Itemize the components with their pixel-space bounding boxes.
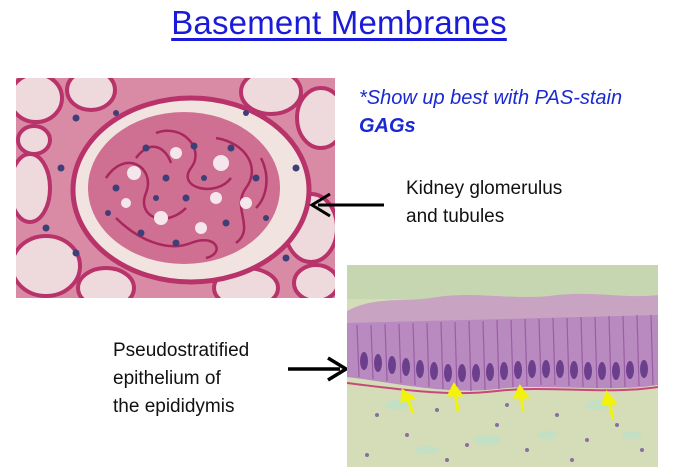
kidney-micrograph xyxy=(16,78,335,298)
kidney-label-line-2: and tubules xyxy=(406,206,505,227)
kidney-label: Kidney glomerulus and tubules xyxy=(406,175,562,231)
arrow-left-icon xyxy=(309,192,384,218)
epididymis-micrograph xyxy=(347,265,658,467)
note-line-1: *Show up best with PAS-stain xyxy=(359,87,623,109)
kidney-micrograph-svg xyxy=(16,78,335,298)
epididymis-label-line-1: Pseudostratified xyxy=(113,340,250,361)
slide-title: Basement Membranes xyxy=(171,4,507,41)
pas-stain-note: *Show up best with PAS-stain GAGs xyxy=(359,84,622,140)
kidney-label-line-1: Kidney glomerulus xyxy=(406,178,563,199)
epididymis-label-line-2: epithelium of xyxy=(113,368,221,389)
epididymis-micrograph-svg xyxy=(347,265,658,467)
epididymis-label-line-3: the epididymis xyxy=(113,396,235,417)
note-line-2: GAGs xyxy=(359,115,416,137)
arrow-right-icon xyxy=(288,356,350,382)
epididymis-label: Pseudostratified epithelium of the epidi… xyxy=(113,337,249,421)
